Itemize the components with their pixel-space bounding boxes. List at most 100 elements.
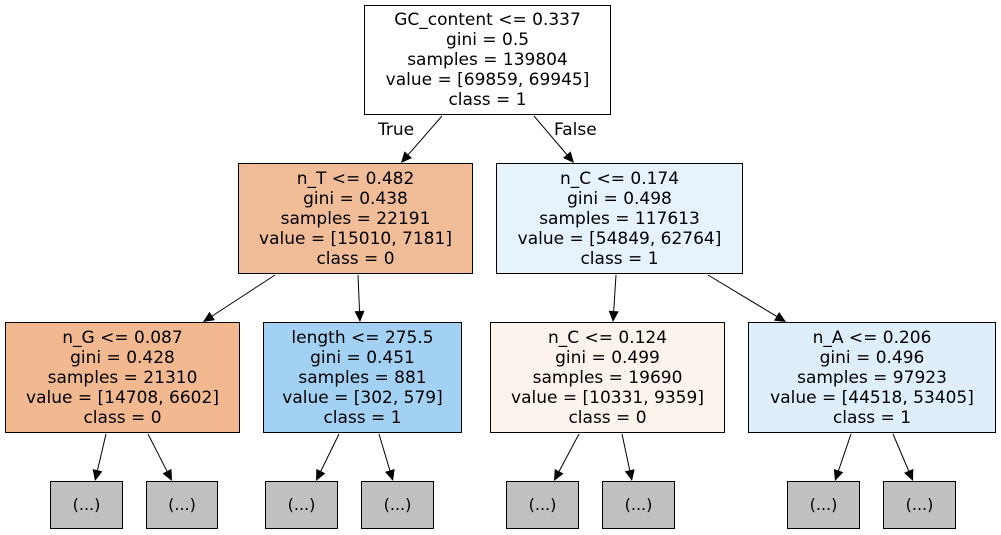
node-length: length <= 275.5 gini = 0.451 samples = 8… — [263, 322, 462, 433]
edge-root-to-n-c — [533, 115, 574, 163]
edge-line — [613, 274, 617, 312]
node-line: samples = 139804 — [407, 50, 568, 70]
edge-n-t-to-length — [354, 274, 365, 322]
node-line: samples = 22191 — [280, 208, 431, 229]
truncated-label: (...) — [905, 495, 934, 514]
node-line: gini = 0.496 — [819, 347, 925, 368]
truncated-node: (...) — [506, 481, 579, 529]
truncated-label: (...) — [624, 495, 653, 514]
node-line: gini = 0.451 — [310, 347, 415, 368]
edge-n-c2-to-leaf-1 — [554, 433, 580, 481]
arrowhead-icon — [316, 468, 326, 481]
arrowhead-icon — [385, 469, 395, 481]
edge-line — [838, 433, 852, 471]
node-line: GC_content <= 0.337 — [394, 10, 581, 30]
edge-n-a-to-leaf-1 — [833, 433, 852, 481]
edge-line — [707, 274, 777, 317]
truncated-node: (...) — [50, 481, 123, 529]
edge-line — [357, 274, 361, 312]
arrowhead-icon — [162, 468, 172, 481]
node-root: GC_content <= 0.337 gini = 0.5 samples =… — [364, 5, 611, 115]
edge-line — [211, 274, 276, 317]
node-line: class = 1 — [448, 90, 527, 110]
arrowhead-icon — [554, 468, 564, 481]
arrowhead-icon — [773, 312, 786, 322]
node-line: value = [54849, 62764] — [517, 228, 722, 249]
truncated-label: (...) — [287, 495, 316, 514]
node-line: length <= 275.5 — [291, 327, 434, 348]
node-line: samples = 97923 — [797, 367, 947, 388]
edge-label-false: False — [554, 120, 597, 140]
node-line: samples = 881 — [298, 367, 427, 388]
node-line: gini = 0.5 — [445, 30, 530, 50]
node-line: gini = 0.438 — [303, 188, 408, 209]
arrowhead-icon — [401, 151, 412, 163]
truncated-label: (...) — [168, 495, 196, 514]
truncated-node: (...) — [787, 481, 860, 529]
truncated-node: (...) — [602, 481, 675, 529]
edge-line — [558, 433, 580, 472]
node-line: class = 1 — [832, 407, 912, 428]
edge-root-to-n-t — [401, 115, 443, 163]
node-line: class = 0 — [316, 248, 395, 269]
node-line: gini = 0.498 — [567, 188, 672, 209]
node-line: value = [44518, 53405] — [770, 387, 974, 408]
edge-n-g-to-leaf-2 — [147, 433, 172, 481]
edge-line — [320, 433, 340, 472]
node-line: samples = 19690 — [532, 367, 683, 388]
node-line: gini = 0.428 — [70, 347, 175, 368]
node-line: class = 0 — [568, 407, 647, 428]
edge-line — [378, 433, 391, 471]
edge-line — [892, 433, 910, 472]
node-line: value = [10331, 9359] — [511, 387, 704, 408]
truncated-label: (...) — [528, 495, 557, 514]
arrowhead-icon — [608, 310, 619, 322]
truncated-node: (...) — [265, 481, 338, 529]
node-line: value = [14708, 6602] — [26, 387, 219, 408]
edge-line — [533, 115, 568, 155]
truncated-node: (...) — [883, 481, 956, 529]
edge-n-g-to-leaf-1 — [92, 433, 107, 481]
node-n-c: n_C <= 0.174 gini = 0.498 samples = 1176… — [496, 163, 743, 274]
node-line: samples = 117613 — [539, 208, 700, 229]
arrowhead-icon — [833, 468, 844, 481]
node-line: n_G <= 0.087 — [62, 327, 183, 348]
node-n-g: n_G <= 0.087 gini = 0.428 samples = 2131… — [5, 322, 240, 433]
edge-n-a-to-leaf-2 — [892, 433, 914, 481]
edge-length-to-leaf-1 — [316, 433, 340, 481]
node-line: class = 1 — [580, 248, 659, 269]
edge-line — [621, 433, 631, 471]
edge-label-true: True — [378, 120, 415, 140]
node-line: value = [69859, 69945] — [385, 70, 590, 90]
node-n-c2: n_C <= 0.124 gini = 0.499 samples = 1969… — [490, 322, 725, 433]
arrowhead-icon — [904, 468, 914, 481]
node-line: gini = 0.499 — [555, 347, 660, 368]
node-line: n_C <= 0.124 — [547, 327, 668, 348]
truncated-label: (...) — [809, 495, 838, 514]
edge-line — [147, 433, 168, 472]
truncated-node: (...) — [146, 481, 218, 529]
edge-n-c-to-n-a — [707, 274, 786, 322]
edge-line — [407, 115, 443, 156]
edge-n-t-to-n-g — [203, 274, 276, 322]
node-line: class = 0 — [83, 407, 162, 428]
truncated-label: (...) — [72, 495, 101, 514]
node-line: n_A <= 0.206 — [812, 327, 932, 348]
node-line: n_C <= 0.174 — [559, 168, 680, 189]
node-line: value = [15010, 7181] — [259, 228, 452, 249]
arrowhead-icon — [624, 469, 635, 481]
node-n-a: n_A <= 0.206 gini = 0.496 samples = 9792… — [748, 322, 996, 433]
arrowhead-icon — [203, 311, 215, 322]
node-n-t: n_T <= 0.482 gini = 0.438 samples = 2219… — [238, 163, 473, 274]
arrowhead-icon — [354, 310, 365, 322]
truncated-node: (...) — [361, 481, 434, 529]
edge-line — [97, 433, 107, 471]
edge-n-c2-to-leaf-2 — [621, 433, 635, 481]
edge-n-c-to-n-c2 — [608, 274, 619, 322]
node-line: n_T <= 0.482 — [296, 168, 415, 189]
node-line: samples = 21310 — [47, 367, 198, 388]
node-line: value = [302, 579] — [282, 387, 443, 408]
arrowhead-icon — [92, 469, 103, 481]
truncated-label: (...) — [383, 495, 412, 514]
